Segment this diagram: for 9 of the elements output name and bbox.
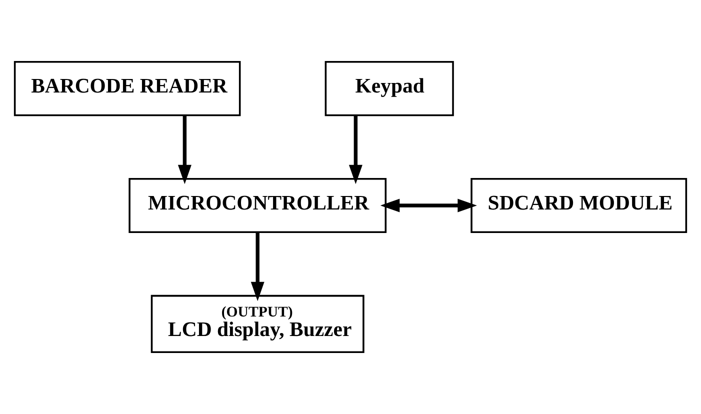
node-box: SDCARD MODULE (470, 178, 688, 234)
arrow (380, 198, 477, 212)
arrow (250, 232, 264, 302)
node-box: MICROCONTROLLER (128, 178, 387, 234)
arrow (348, 116, 362, 184)
node-box: BARCODE READER (14, 61, 241, 116)
node-box: Keypad (324, 61, 454, 116)
node-box: (OUTPUT) LCD display, Buzzer (150, 294, 364, 353)
arrow (178, 116, 192, 184)
